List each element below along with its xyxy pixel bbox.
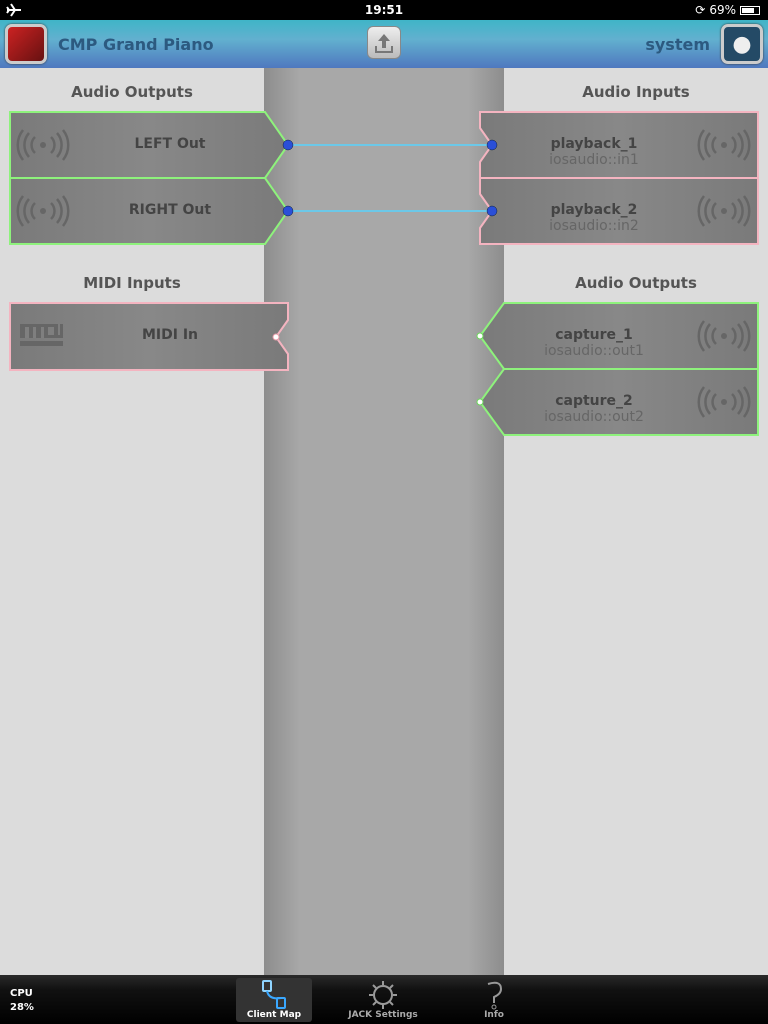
audio-wave-icon <box>697 386 751 418</box>
audio-wave-icon <box>697 129 751 161</box>
port-dot[interactable] <box>282 205 294 217</box>
section-title-audio-outputs-right: Audio Outputs <box>575 274 697 292</box>
question-mark-icon <box>487 981 503 1010</box>
port-capture-2-shape[interactable] <box>478 368 759 436</box>
upload-icon <box>375 33 393 53</box>
rotation-lock-icon: ⟳ <box>695 3 706 17</box>
status-bar: 19:51 ⟳69% <box>0 0 768 20</box>
section-title-audio-inputs: Audio Inputs <box>582 83 690 101</box>
connection-area <box>264 68 504 975</box>
nav-bar: CMP Grand Piano system ● <box>0 20 768 68</box>
port-dot[interactable] <box>486 139 498 151</box>
audio-wave-icon <box>697 320 751 352</box>
port-right-out-shape[interactable] <box>9 177 290 245</box>
battery-icon <box>740 5 760 15</box>
app-icon-cmp-grand-piano[interactable] <box>5 24 47 64</box>
tab-info[interactable]: Info <box>456 978 532 1022</box>
client-map-icon <box>262 980 286 1009</box>
system-apple-icon[interactable]: ● <box>721 24 763 64</box>
audio-wave-icon <box>16 195 70 227</box>
battery-percent: 69% <box>709 3 736 17</box>
port-dot[interactable] <box>476 332 484 340</box>
section-title-midi-inputs: MIDI Inputs <box>83 274 181 292</box>
airplane-icon <box>6 3 21 17</box>
port-midi-in[interactable]: MIDI In <box>141 327 199 343</box>
audio-wave-icon <box>697 195 751 227</box>
port-dot[interactable] <box>486 205 498 217</box>
tab-client-map[interactable]: Client Map <box>236 978 312 1022</box>
tab-jack-settings[interactable]: JACK Settings <box>345 978 421 1022</box>
system-title: system <box>645 35 710 54</box>
port-playback-2-shape[interactable] <box>479 177 759 245</box>
upload-button[interactable] <box>367 26 401 59</box>
port-left-out[interactable]: LEFT Out <box>134 136 206 152</box>
port-midi-in-shape[interactable] <box>9 302 289 371</box>
port-dot[interactable] <box>272 333 280 341</box>
port-right-out[interactable]: RIGHT Out <box>128 202 212 218</box>
port-playback-1-shape[interactable] <box>479 111 759 179</box>
client-title: CMP Grand Piano <box>58 35 214 54</box>
port-dot[interactable] <box>282 139 294 151</box>
audio-wave-icon <box>16 129 70 161</box>
port-dot[interactable] <box>476 398 484 406</box>
clock: 19:51 <box>364 3 404 17</box>
section-title-audio-outputs-left: Audio Outputs <box>71 83 193 101</box>
port-left-out-shape[interactable] <box>9 111 290 179</box>
gear-icon <box>369 981 397 1009</box>
